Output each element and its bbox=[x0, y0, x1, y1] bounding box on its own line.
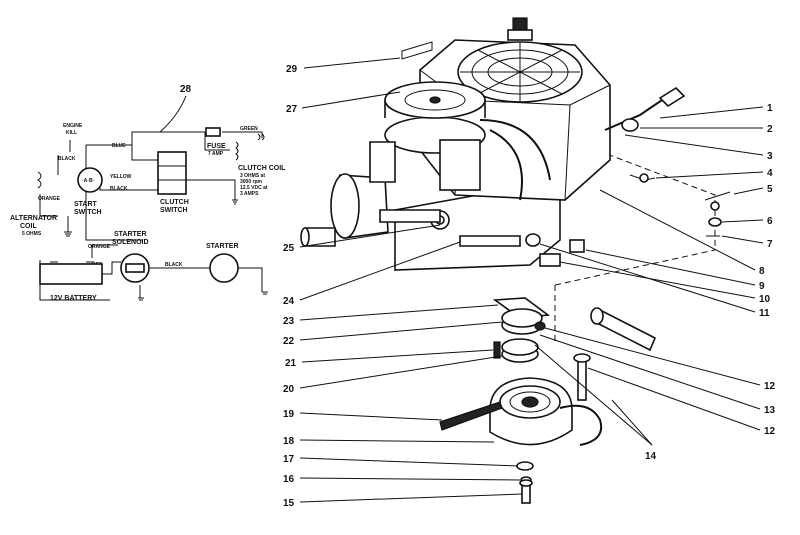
clutch-coil-label-2: 3 OHMS at bbox=[240, 173, 265, 179]
callout-8: 8 bbox=[759, 266, 765, 277]
start-switch-label-2: SWITCH bbox=[74, 209, 102, 216]
belt bbox=[439, 401, 503, 431]
engine-kill-label-1: ENGINE bbox=[63, 123, 83, 129]
wire-black-label-3: BLACK bbox=[165, 262, 183, 268]
fuse-symbol bbox=[205, 127, 221, 137]
wire-orange-label-1: ORANGE bbox=[38, 196, 61, 202]
wire-black-label-1: BLACK bbox=[58, 156, 76, 162]
callout-25: 25 bbox=[283, 243, 295, 254]
callout-29: 29 bbox=[286, 64, 298, 75]
wiring-leader bbox=[159, 95, 187, 133]
callout-10: 10 bbox=[759, 294, 771, 305]
engine-assembly bbox=[300, 17, 731, 352]
start-switch-label-1: START bbox=[74, 201, 98, 208]
callout-7: 7 bbox=[767, 239, 773, 250]
callout-20: 20 bbox=[283, 384, 295, 395]
callout-24: 24 bbox=[283, 296, 295, 307]
clutch-coil-symbol bbox=[235, 141, 239, 161]
clutch-coil-label-3: 3000 rpm bbox=[240, 179, 263, 185]
wire-blue-label: BLUE bbox=[112, 143, 126, 149]
callout-21: 21 bbox=[285, 358, 297, 369]
callout-17: 17 bbox=[283, 454, 295, 465]
callout-15: 15 bbox=[283, 498, 295, 509]
callout-27: 27 bbox=[286, 104, 298, 115]
starter-label: STARTER bbox=[206, 243, 239, 250]
exhaust-pipe bbox=[459, 235, 521, 247]
callout-9: 9 bbox=[759, 281, 765, 292]
engine-kill-label-2: KILL bbox=[66, 130, 77, 136]
starter-solenoid-label-2: SOLENOID bbox=[112, 239, 149, 246]
clutch-coil-label-4: 12.5 VDC at bbox=[240, 185, 268, 191]
fuse-label-2: 7 AMP bbox=[208, 151, 224, 157]
callout-6: 6 bbox=[767, 216, 773, 227]
callout-14: 14 bbox=[645, 451, 657, 462]
starter-symbol bbox=[209, 253, 239, 283]
svg-text:·A·B·: ·A·B· bbox=[82, 178, 95, 184]
callout-23: 23 bbox=[283, 316, 295, 327]
callout-19: 19 bbox=[283, 409, 295, 420]
wiring-ref-label: 28 bbox=[180, 84, 192, 95]
clutch-stack bbox=[439, 297, 602, 504]
battery-symbol bbox=[39, 263, 103, 285]
callout-2: 2 bbox=[767, 124, 773, 135]
fuse-label-1: FUSE bbox=[207, 143, 226, 150]
washer-17 bbox=[516, 461, 534, 471]
clutch-coil-label-5: 3 AMPS bbox=[240, 191, 259, 197]
wire-green-label: GREEN bbox=[240, 126, 258, 132]
alternator-coil-label-1: ALTERNATOR bbox=[10, 215, 57, 222]
clutch-switch-label-2: SWITCH bbox=[160, 207, 188, 214]
callout-5: 5 bbox=[767, 184, 773, 195]
wire-black-label-2: BLACK bbox=[110, 186, 128, 192]
wiring-diagram: 28 ENGINE KILL BLACK BLUE YELLOW BLACK O… bbox=[10, 84, 286, 302]
wire-orange-label-2: ORANGE bbox=[88, 244, 111, 250]
start-switch-symbol bbox=[77, 167, 103, 193]
callout-12-lower: 12 bbox=[764, 426, 776, 437]
clutch-switch-symbol bbox=[157, 151, 187, 195]
callout-1: 1 bbox=[767, 103, 773, 114]
callout-4: 4 bbox=[767, 168, 773, 179]
clutch-switch-label-1: CLUTCH bbox=[160, 199, 189, 206]
callout-13: 13 bbox=[764, 405, 776, 416]
battery-label: 12V BATTERY bbox=[50, 295, 97, 302]
starter-solenoid-label-1: STARTER bbox=[114, 231, 147, 238]
callout-3: 3 bbox=[767, 151, 773, 162]
callout-12-upper: 12 bbox=[764, 381, 776, 392]
wire-yellow-label: YELLOW bbox=[110, 174, 132, 180]
callout-18: 18 bbox=[283, 436, 295, 447]
alternator-coil-symbol bbox=[37, 171, 42, 189]
clutch-coil-label-1: CLUTCH COIL bbox=[238, 165, 286, 172]
alternator-coil-label-2: COIL bbox=[20, 223, 37, 230]
alternator-coil-label-3: 5 OHMS bbox=[22, 231, 42, 237]
callout-11: 11 bbox=[759, 308, 770, 319]
callout-leaders bbox=[299, 41, 764, 503]
callout-numbers: 29 27 1 2 3 4 5 6 7 8 9 10 11 12 13 12 1… bbox=[283, 64, 776, 509]
callout-16: 16 bbox=[283, 474, 295, 485]
carburetor bbox=[439, 139, 481, 191]
callout-22: 22 bbox=[283, 336, 295, 347]
